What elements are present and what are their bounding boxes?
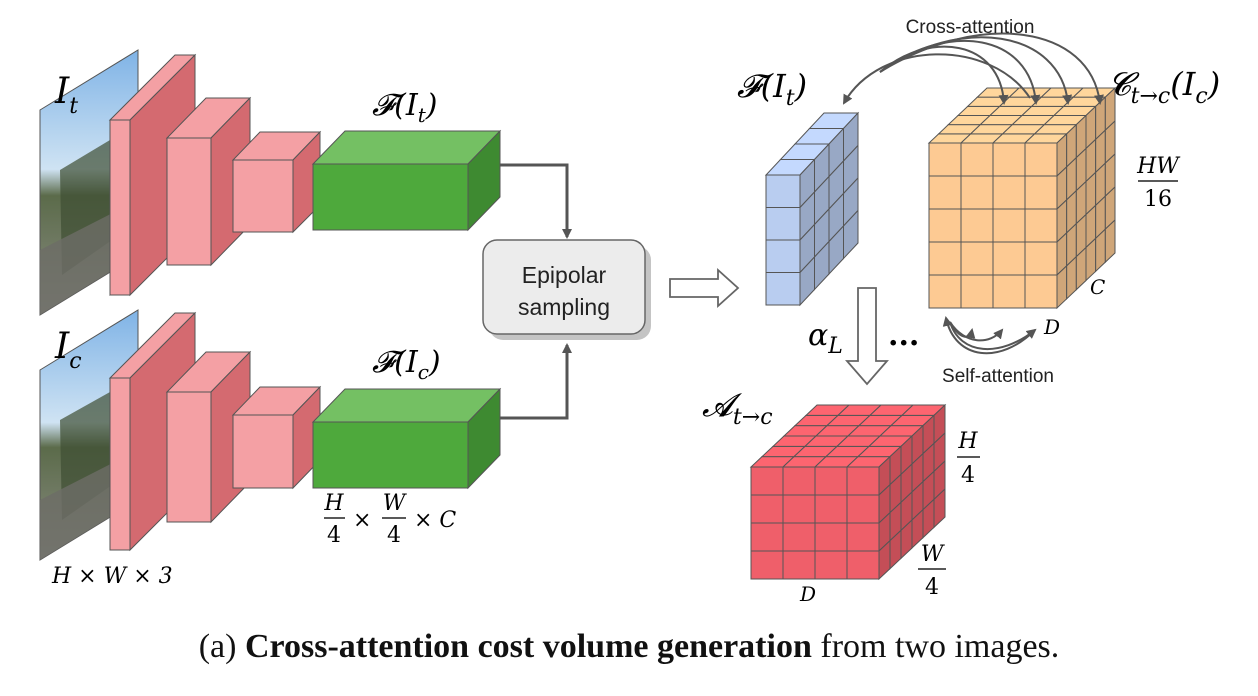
self-attention-label: Self-attention [942,366,1054,387]
cube-front-cell [928,175,962,210]
cube-front-cell [750,550,784,580]
cube-front-cell [928,208,962,243]
cube-front-cell [992,208,1026,243]
cube-front-cell [814,550,848,580]
feature-top-label: 𝓕(It) [372,88,437,127]
svg-text:4: 4 [387,523,401,548]
svg-text:× C: × C [414,508,456,533]
cost-volume-label: 𝓒t→c(Ic) [1108,65,1220,109]
w4-fraction: W 4 [918,542,946,600]
cube-front-cell [960,175,994,210]
epipolar-label-line1: Epipolar [522,262,607,288]
svg-text:4: 4 [925,575,939,600]
cube-front-cell [814,522,848,552]
attn-volume-label: 𝓐t→c [702,386,773,430]
feature-dims-label: H 4 × W 4 × C [323,491,456,548]
D-label-attn: D [799,582,816,606]
cube-front-cell [928,241,962,276]
cube-front-cell [1024,241,1058,276]
architecture-diagram: It 𝓕(It) Ic [39,17,1220,606]
cube-front-cell [1024,175,1058,210]
cube-front-cell [782,494,816,524]
cube-front-cell [992,142,1026,177]
cube-front-cell [992,241,1026,276]
cube-front-cell [992,274,1026,309]
feature-bottom-label: 𝓕(Ic) [372,345,441,384]
cube-front-cell [750,494,784,524]
cube-front-cell [765,207,801,241]
svg-text:×: × [353,508,371,533]
svg-text:16: 16 [1144,187,1172,212]
cube-front-cell [750,522,784,552]
input-image-bottom-label: Ic [54,326,82,374]
epipolar-label-line2: sampling [518,294,610,320]
feature-block-top [311,129,502,232]
cube-front-cell [782,550,816,580]
h4-fraction: H 4 [957,429,980,488]
cube-front-cell [765,174,801,208]
caption-bold: Cross-attention cost volume generation [244,628,812,665]
cube-front-cell [846,550,880,580]
C-label: C [1090,275,1105,299]
cube-front-cell [846,522,880,552]
encoder-bottom [108,311,322,552]
cube-front-cell [1024,142,1058,177]
attention-volume-cube [749,403,947,581]
encoder-top [108,53,322,297]
cost-volume-cube [927,86,1117,310]
arrow-bottom-to-epipolar [500,343,572,420]
svg-text:4: 4 [327,523,341,548]
cube-front-cell [782,466,816,496]
cube-front-cell [960,274,994,309]
arrow-top-to-epipolar [500,163,572,239]
self-attention-arrows [942,316,1037,355]
alpha-label: αL [808,318,843,359]
cube-front-cell [814,494,848,524]
cube-front-cell [750,466,784,496]
svg-text:W: W [383,491,408,516]
cube-front-cell [846,466,880,496]
cube-front-cell [846,494,880,524]
feature-grid-blue [764,111,860,307]
hw16-fraction: HW 16 [1136,154,1181,212]
cross-attention-label: Cross-attention [906,17,1035,38]
figure-caption: (a) Cross-attention cost volume generati… [0,628,1258,666]
svg-text:HW: HW [1136,154,1181,179]
arrow-epipolar-to-volume [669,267,740,309]
cube-front-cell [814,466,848,496]
cube-front-cell [1024,274,1058,309]
arrow-cost-to-attn [845,287,889,386]
epipolar-sampling-box [482,239,651,340]
caption-suffix: from two images. [811,628,1060,665]
svg-text:4: 4 [961,463,975,488]
cube-front-cell [960,142,994,177]
cube-front-cell [782,522,816,552]
feature-block-bottom [311,387,502,490]
input-dims-label: H × W × 3 [51,564,173,589]
cube-front-cell [1024,208,1058,243]
D-label-cost: D [1043,315,1060,339]
input-image-top-label: It [54,71,78,119]
svg-text:H: H [957,429,978,454]
cube-front-cell [960,241,994,276]
svg-text:W: W [921,542,946,567]
cube-side-cell [843,209,859,260]
cube-front-cell [765,272,801,306]
cube-front-cell [765,239,801,273]
feature-right-label: 𝓕(It) [737,67,807,111]
cube-front-cell [928,274,962,309]
cube-side-cell [1104,218,1116,264]
cube-front-cell [992,175,1026,210]
svg-text:H: H [323,491,344,516]
cross-attention-arrows [843,32,1104,105]
caption-prefix: (a) [198,628,245,665]
cube-front-cell [960,208,994,243]
cube-front-cell [928,142,962,177]
ellipsis-label: ... [888,318,919,353]
cube-side-cell [933,487,946,529]
